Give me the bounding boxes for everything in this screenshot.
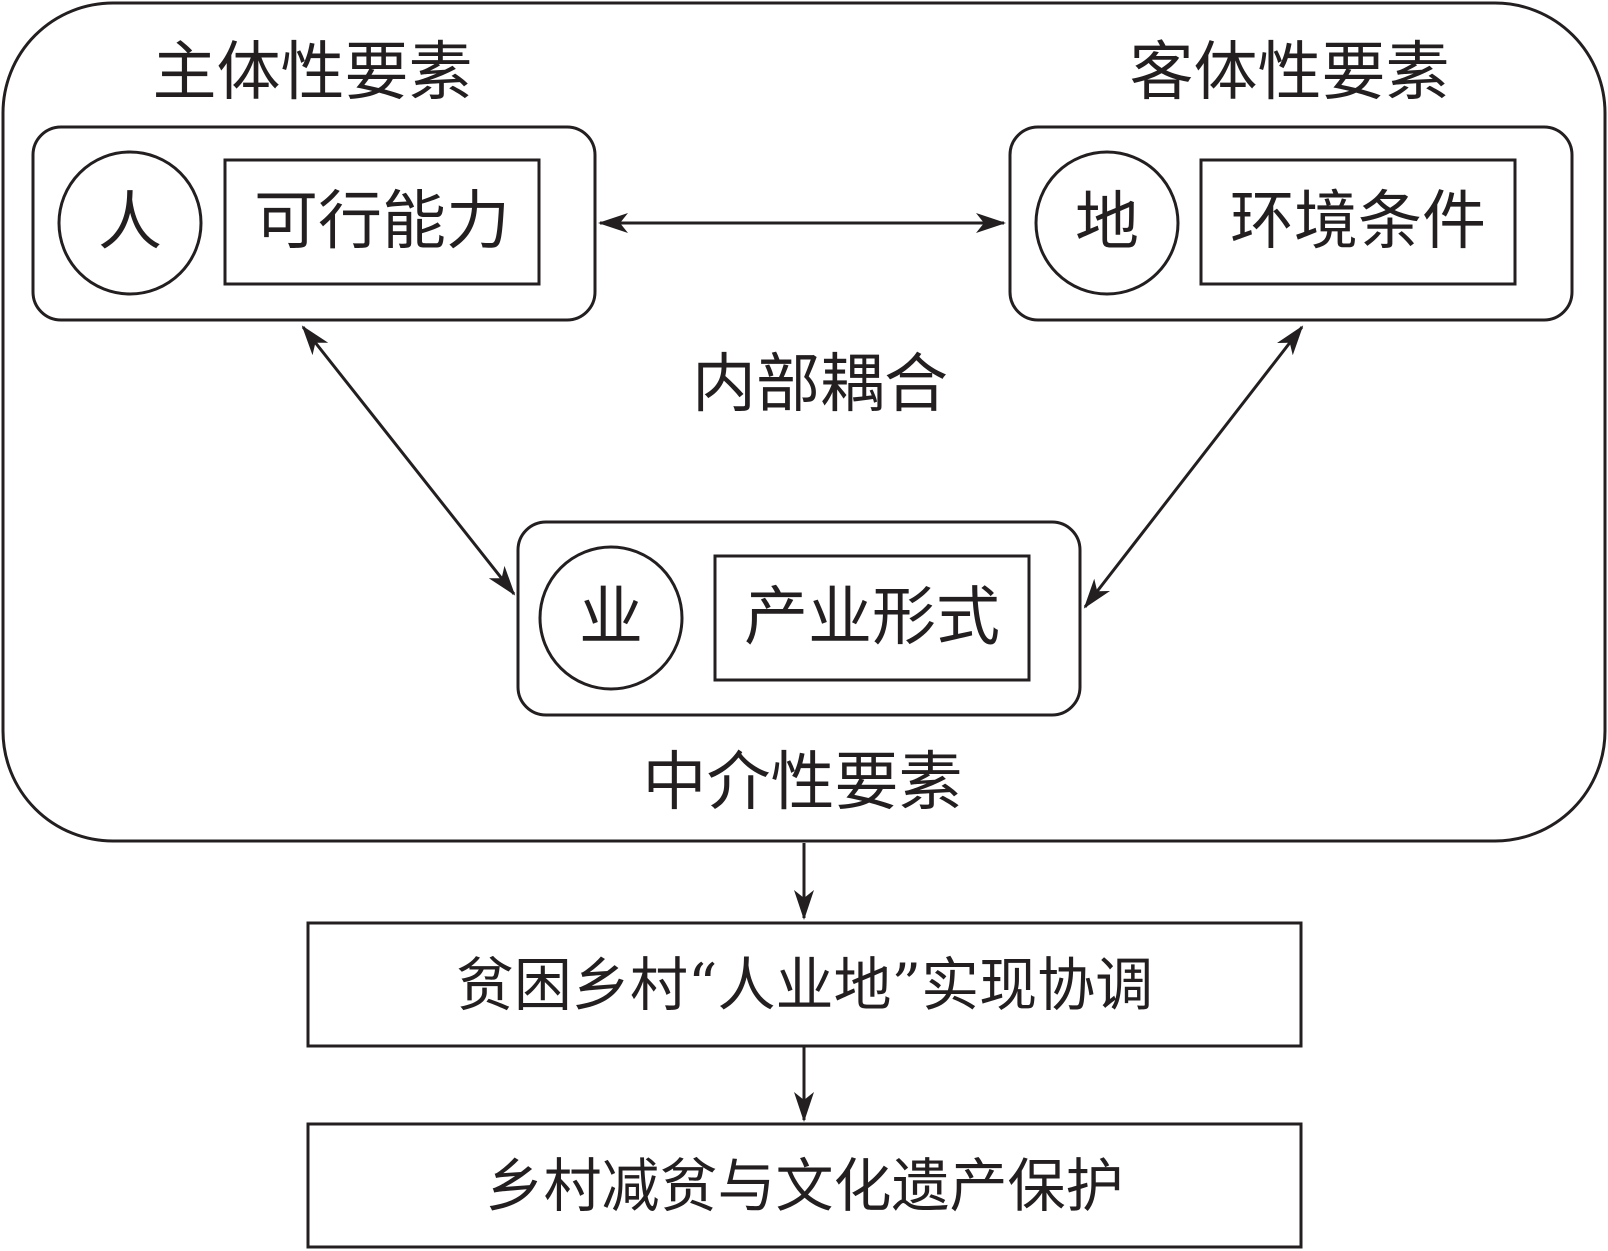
land-circle-label: 地 (1075, 186, 1139, 260)
industry-circle-label: 业 (579, 581, 643, 655)
person-circle (57, 150, 203, 296)
outer-container (1, 1, 1607, 843)
outcome-poverty-heritage-label: 乡村减贫与文化遗产保护 (485, 1151, 1124, 1220)
mediator-factor-title: 中介性要素 (642, 746, 963, 820)
person-capability-box (223, 158, 541, 286)
land-circle (1034, 150, 1180, 296)
person-capability-label: 可行能力 (254, 185, 510, 259)
industry-form-label: 产业形式 (744, 581, 1000, 655)
arrow-land-industry (1083, 325, 1304, 609)
industry-form-box (713, 554, 1031, 682)
arrow-person-industry (301, 325, 516, 596)
person-group-box (31, 125, 597, 322)
subject-factor-title: 主体性要素 (152, 36, 473, 110)
object-factor-title: 客体性要素 (1129, 36, 1450, 110)
outcome-poverty-heritage-box (306, 1122, 1303, 1249)
person-circle-label: 人 (98, 186, 162, 260)
industry-group-box (516, 520, 1082, 717)
outcome-coordination-box (306, 921, 1303, 1048)
land-environment-box (1199, 158, 1517, 286)
land-group-box (1008, 125, 1574, 322)
outcome-coordination-label: 贫困乡村“人业地”实现协调 (455, 950, 1154, 1019)
industry-circle (538, 545, 684, 691)
land-environment-label: 环境条件 (1230, 185, 1486, 259)
coupling-label: 内部耦合 (692, 348, 948, 422)
